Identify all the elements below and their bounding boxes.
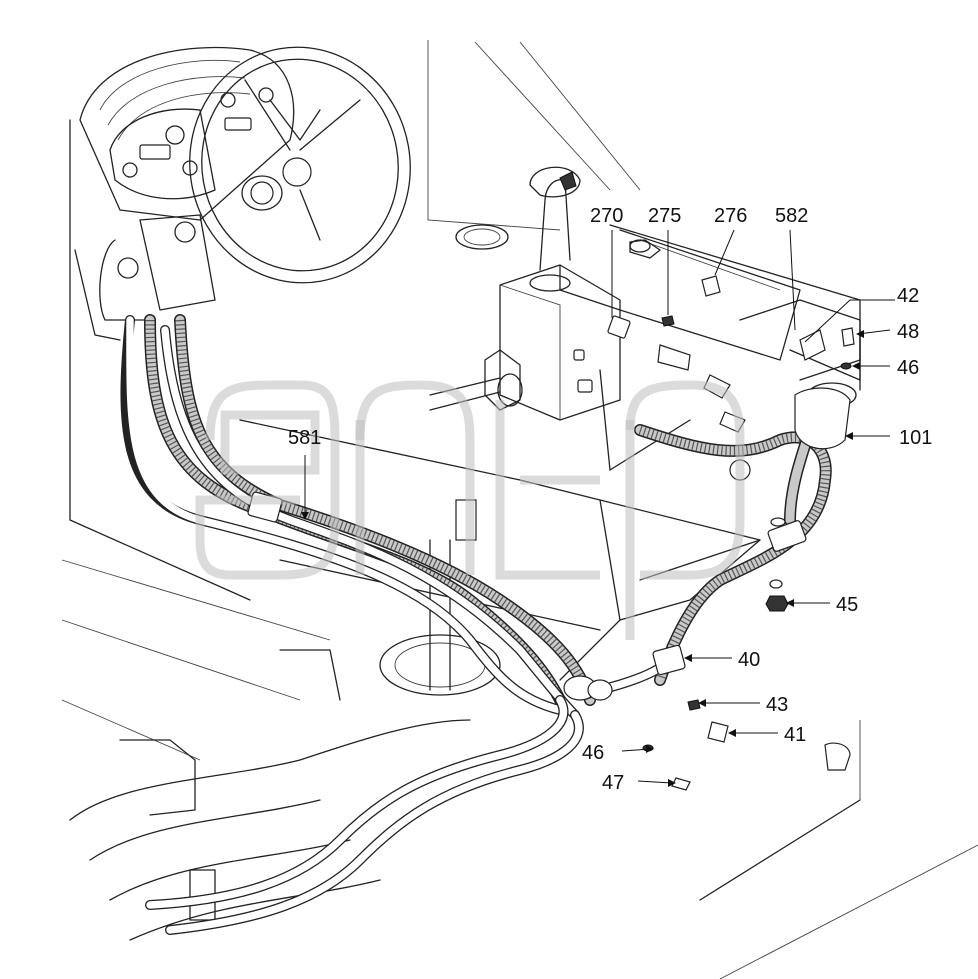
washer-45-upper (769, 579, 783, 589)
watermark-logo (195, 380, 745, 640)
callout-48: 48 (897, 321, 919, 343)
callout-582: 582 (775, 205, 808, 227)
bolt-41 (707, 721, 729, 743)
mounting-plate (619, 229, 861, 408)
washer-46-right (840, 362, 852, 370)
callout-labels: 270 275 276 582 42 48 46 101 581 45 40 4… (288, 205, 932, 794)
rigid-tubes (120, 315, 675, 935)
callout-45: 45 (836, 594, 858, 616)
bolt-47 (671, 777, 691, 791)
floor-frame (61, 40, 978, 979)
callout-581: 581 (288, 427, 321, 449)
callout-41: 41 (784, 724, 806, 746)
bolt-48 (841, 327, 855, 347)
steering-console (74, 46, 411, 341)
bolt-276 (701, 275, 721, 297)
washer-43 (687, 699, 701, 711)
nut-45 (765, 595, 789, 612)
callout-43: 43 (766, 694, 788, 716)
callout-46-bottom: 46 (582, 742, 604, 764)
joystick-icon (529, 166, 581, 271)
callout-46-right: 46 (897, 357, 919, 379)
washer-275 (661, 315, 675, 327)
callout-42: 42 (897, 285, 919, 307)
callout-101: 101 (899, 427, 932, 449)
steering-wheel-icon (189, 46, 411, 284)
callout-270: 270 (590, 205, 623, 227)
callout-276: 276 (714, 205, 747, 227)
control-box (429, 166, 691, 471)
callout-47: 47 (602, 772, 624, 794)
callout-leaders (301, 229, 895, 787)
callout-275: 275 (648, 205, 681, 227)
callout-40: 40 (738, 649, 760, 671)
